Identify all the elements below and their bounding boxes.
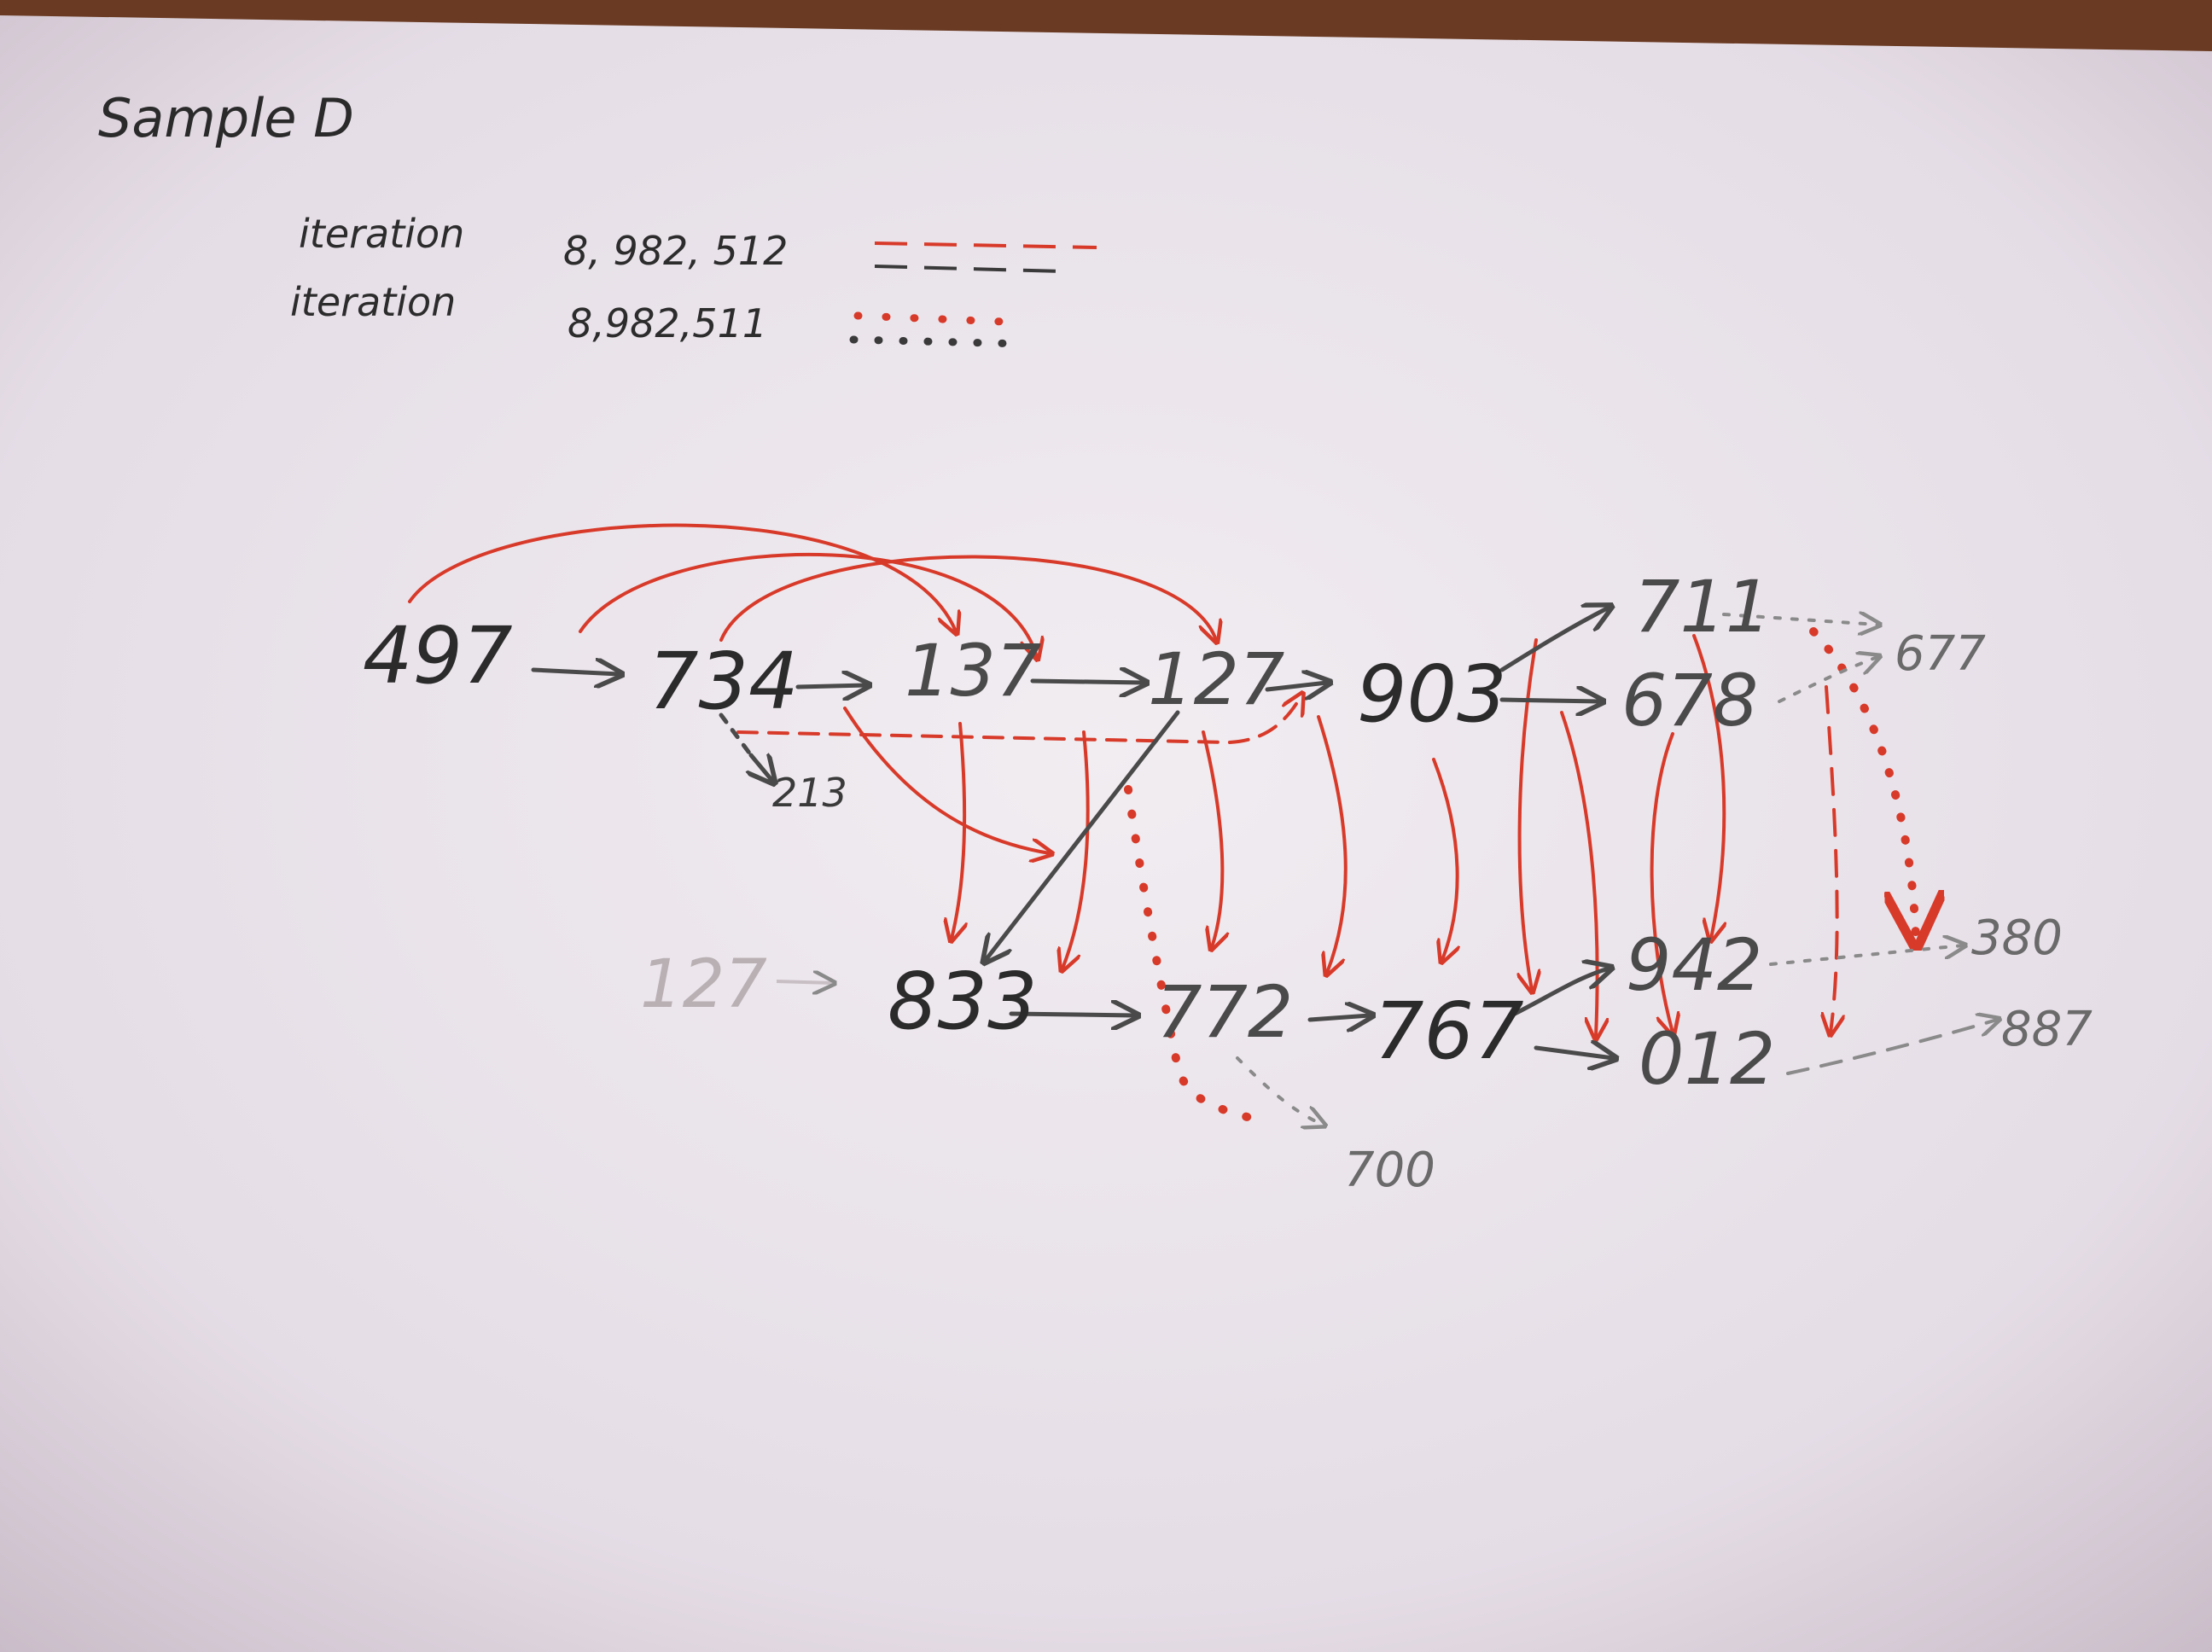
red-down-arrows: [843, 634, 1724, 1037]
node-772: 772: [1156, 970, 1293, 1054]
node-711: 711: [1634, 565, 1771, 649]
grey-chain-arrows: [531, 608, 1613, 1058]
node-887: 887: [2001, 1002, 2093, 1057]
paper-sheet: [0, 15, 2212, 1652]
node-380: 380: [1971, 910, 2063, 966]
node-677: 677: [1895, 626, 1986, 682]
node-700: 700: [1344, 1143, 1435, 1198]
sample-title: Sample D: [98, 87, 354, 149]
legend-label-1: iteration: [299, 211, 464, 257]
dotted-127-772: [1124, 785, 1254, 1122]
legend-swatch-dashed: [874, 241, 1097, 273]
node-127: 127: [1148, 637, 1284, 721]
legend: iteration 8, 982, 512 iteration 8,982,51…: [290, 211, 1097, 348]
node-497: 497: [363, 610, 513, 701]
faint-127-833: [776, 981, 832, 983]
legend-value-1: 8, 982, 512: [563, 228, 788, 274]
node-213: 213: [772, 770, 847, 816]
node-734: 734: [649, 636, 799, 727]
legend-label-2: iteration: [290, 279, 456, 325]
node-903: 903: [1357, 649, 1507, 740]
node-127-faint: 127: [640, 946, 767, 1023]
node-833: 833: [888, 956, 1038, 1047]
node-137: 137: [905, 629, 1041, 713]
dashed-678-887: [1826, 685, 1837, 1032]
node-012: 012: [1639, 1017, 1775, 1101]
node-942: 942: [1626, 923, 1762, 1007]
dashed-734-903: [736, 695, 1301, 745]
node-767: 767: [1374, 986, 1524, 1077]
grey-faint-arrows: [776, 614, 1997, 1125]
legend-value-2: 8,982,511: [568, 300, 767, 346]
red-top-arcs: [408, 523, 1216, 657]
node-678: 678: [1621, 659, 1758, 742]
legend-swatch-dotted: [849, 311, 1028, 348]
